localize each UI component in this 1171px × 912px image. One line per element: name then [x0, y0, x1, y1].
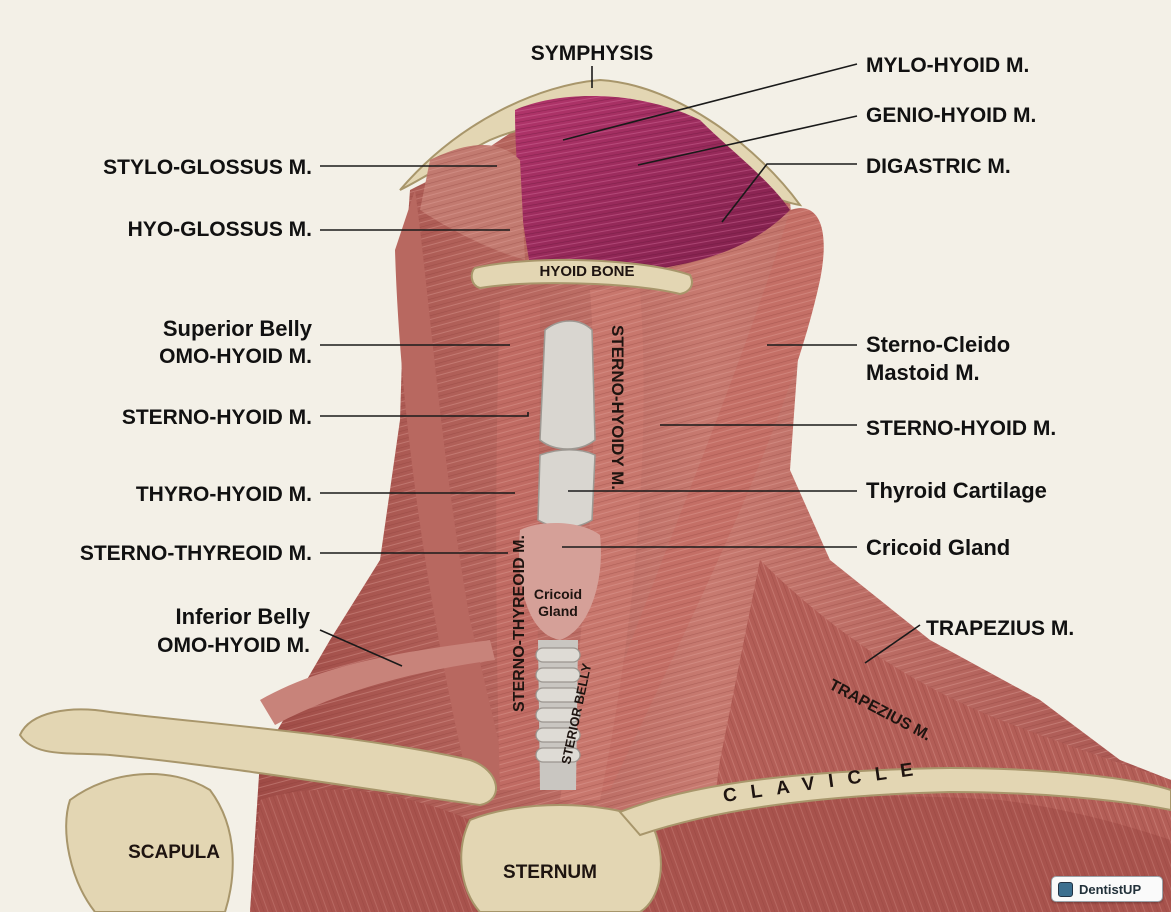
label-superior-omo-hyoid: OMO-HYOID M.	[159, 345, 312, 368]
clavicle-left	[18, 708, 497, 807]
inline-sterno-thyreoid: STERNO-THYREOID M.	[511, 535, 528, 712]
omohyoid-inferior-belly	[260, 640, 495, 725]
watermark-badge: DentistUP	[1051, 876, 1163, 902]
label-sterno-thyreoid: STERNO-THYREOID M.	[80, 542, 312, 565]
sternum	[460, 804, 662, 912]
left-sternocleidomastoid	[395, 190, 510, 790]
label-thyro-hyoid: THYRO-HYOID M.	[136, 483, 312, 506]
label-sterno-hyoid-left: STERNO-HYOID M.	[122, 406, 312, 429]
hyoid-bone	[470, 258, 693, 296]
thyroid-cartilage	[539, 320, 596, 450]
clavicle-right	[618, 766, 1171, 837]
inline-cricoid: Cricoid	[534, 586, 582, 602]
cricoid-gland	[519, 523, 601, 640]
label-genio-hyoid: GENIO-HYOID M.	[866, 104, 1036, 127]
label-trapezius: TRAPEZIUS M.	[926, 617, 1074, 640]
label-inferior-omo-hyoid: OMO-HYOID M.	[157, 634, 310, 657]
label-thyroid-cartilage: Thyroid Cartilage	[866, 478, 1047, 503]
label-mastoid: Mastoid M.	[866, 360, 980, 385]
leader-lines	[319, 63, 921, 667]
inline-scapula: SCAPULA	[128, 842, 220, 863]
inline-gland: Gland	[538, 603, 578, 619]
cricoid-cartilage	[537, 449, 596, 529]
label-cricoid-gland: Cricoid Gland	[866, 535, 1010, 560]
trachea-rings	[535, 647, 581, 763]
label-inferior-belly: Inferior Belly	[176, 604, 311, 629]
app-logo-icon	[1058, 881, 1073, 897]
label-mylo-hyoid: MYLO-HYOID M.	[866, 54, 1029, 77]
label-superior-belly: Superior Belly	[163, 316, 313, 341]
label-stylo-glossus: STYLO-GLOSSUS M.	[103, 156, 312, 179]
label-hyo-glossus: HYO-GLOSSUS M.	[128, 218, 312, 241]
inline-hyoid-bone: HYOID BONE	[539, 263, 634, 280]
inline-sternum: STERNUM	[503, 862, 597, 883]
label-digastric: DIGASTRIC M.	[866, 155, 1011, 178]
label-sterno-hyoid-right: STERNO-HYOID M.	[866, 417, 1056, 440]
inline-sterno-hyoid: STERNO-HYOIDY M.	[608, 325, 627, 490]
label-sterno-cleido: Sterno-Cleido	[866, 332, 1010, 357]
label-symphysis: SYMPHYSIS	[531, 42, 654, 65]
scapula	[65, 773, 234, 912]
watermark-text: DentistUP	[1079, 881, 1142, 897]
